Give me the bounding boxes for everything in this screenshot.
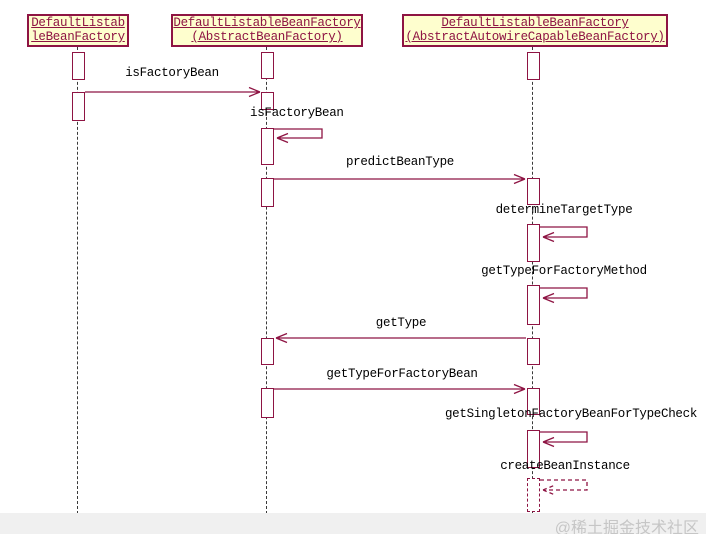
participant-header-abstractbeanfactory: DefaultListableBeanFactory (AbstractBean…: [171, 14, 363, 47]
message-label-isfactorybean: isFactoryBean: [125, 66, 219, 80]
activation-bar: [261, 128, 274, 165]
watermark-band: @稀土掘金技术社区: [0, 513, 706, 534]
arrow-gettype: [275, 332, 526, 344]
participant-name-line: DefaultListableBeanFactory: [441, 16, 629, 30]
activation-bar: [527, 178, 540, 205]
activation-bar: [527, 224, 540, 262]
message-label-createbeaninstance: createBeanInstance: [500, 459, 630, 473]
activation-bar: [261, 338, 274, 365]
arrow-self-isfactorybean: [274, 128, 323, 144]
arrow-self-gettypeforfactorymethod: [540, 287, 588, 304]
participant-name-line: DefaultListab: [31, 16, 125, 30]
arrow-self-determinetargettype: [540, 226, 588, 243]
lifeline-participant-1: [77, 47, 78, 514]
arrow-isfactorybean: [85, 86, 261, 98]
activation-bar: [72, 52, 85, 80]
activation-bar: [527, 430, 540, 468]
lifeline-participant-3: [532, 47, 533, 514]
message-label-determinetargettype: determineTargetType: [495, 203, 633, 217]
participant-name-line: (AbstractBeanFactory): [191, 30, 343, 44]
arrow-predictbeantype: [274, 173, 526, 185]
activation-bar: [527, 52, 540, 80]
participant-name-line: DefaultListableBeanFactory: [173, 16, 361, 30]
arrow-self-createbeaninstance: [540, 479, 588, 496]
message-label-gettypeforfactorymethod: getTypeForFactoryMethod: [481, 264, 647, 278]
message-label-gettypeforfactorybean: getTypeForFactoryBean: [326, 367, 478, 381]
participant-name-line: leBeanFactory: [31, 30, 125, 44]
message-label-predictbeantype: predictBeanType: [345, 155, 455, 169]
message-label-isfactorybean-self: isFactoryBean: [250, 106, 344, 120]
activation-bar: [261, 178, 274, 207]
arrow-gettypeforfactorybean: [274, 383, 526, 395]
arrow-self-getsingletonfactorybeanfortypecheck: [540, 431, 588, 448]
participant-header-defaultlistablebeanfactory: DefaultListab leBeanFactory: [27, 14, 129, 47]
watermark-text: @稀土掘金技术社区: [554, 520, 699, 534]
participant-header-abstractautowirecapablebeanfactory: DefaultListableBeanFactory (AbstractAuto…: [402, 14, 668, 47]
message-label-getsingletonfactorybeanfortypecheck: getSingletonFactoryBeanForTypeCheck: [444, 407, 698, 421]
lifeline-participant-2: [266, 47, 267, 514]
activation-bar: [527, 285, 540, 325]
activation-bar: [261, 52, 274, 79]
activation-bar: [527, 338, 540, 365]
activation-bar: [72, 92, 85, 121]
activation-bar: [261, 92, 274, 110]
activation-bar: [261, 388, 274, 418]
activation-bar: [527, 388, 540, 415]
participant-name-line: (AbstractAutowireCapableBeanFactory): [405, 30, 665, 44]
activation-bar-faded: [527, 478, 540, 512]
message-label-gettype: getType: [375, 316, 427, 330]
